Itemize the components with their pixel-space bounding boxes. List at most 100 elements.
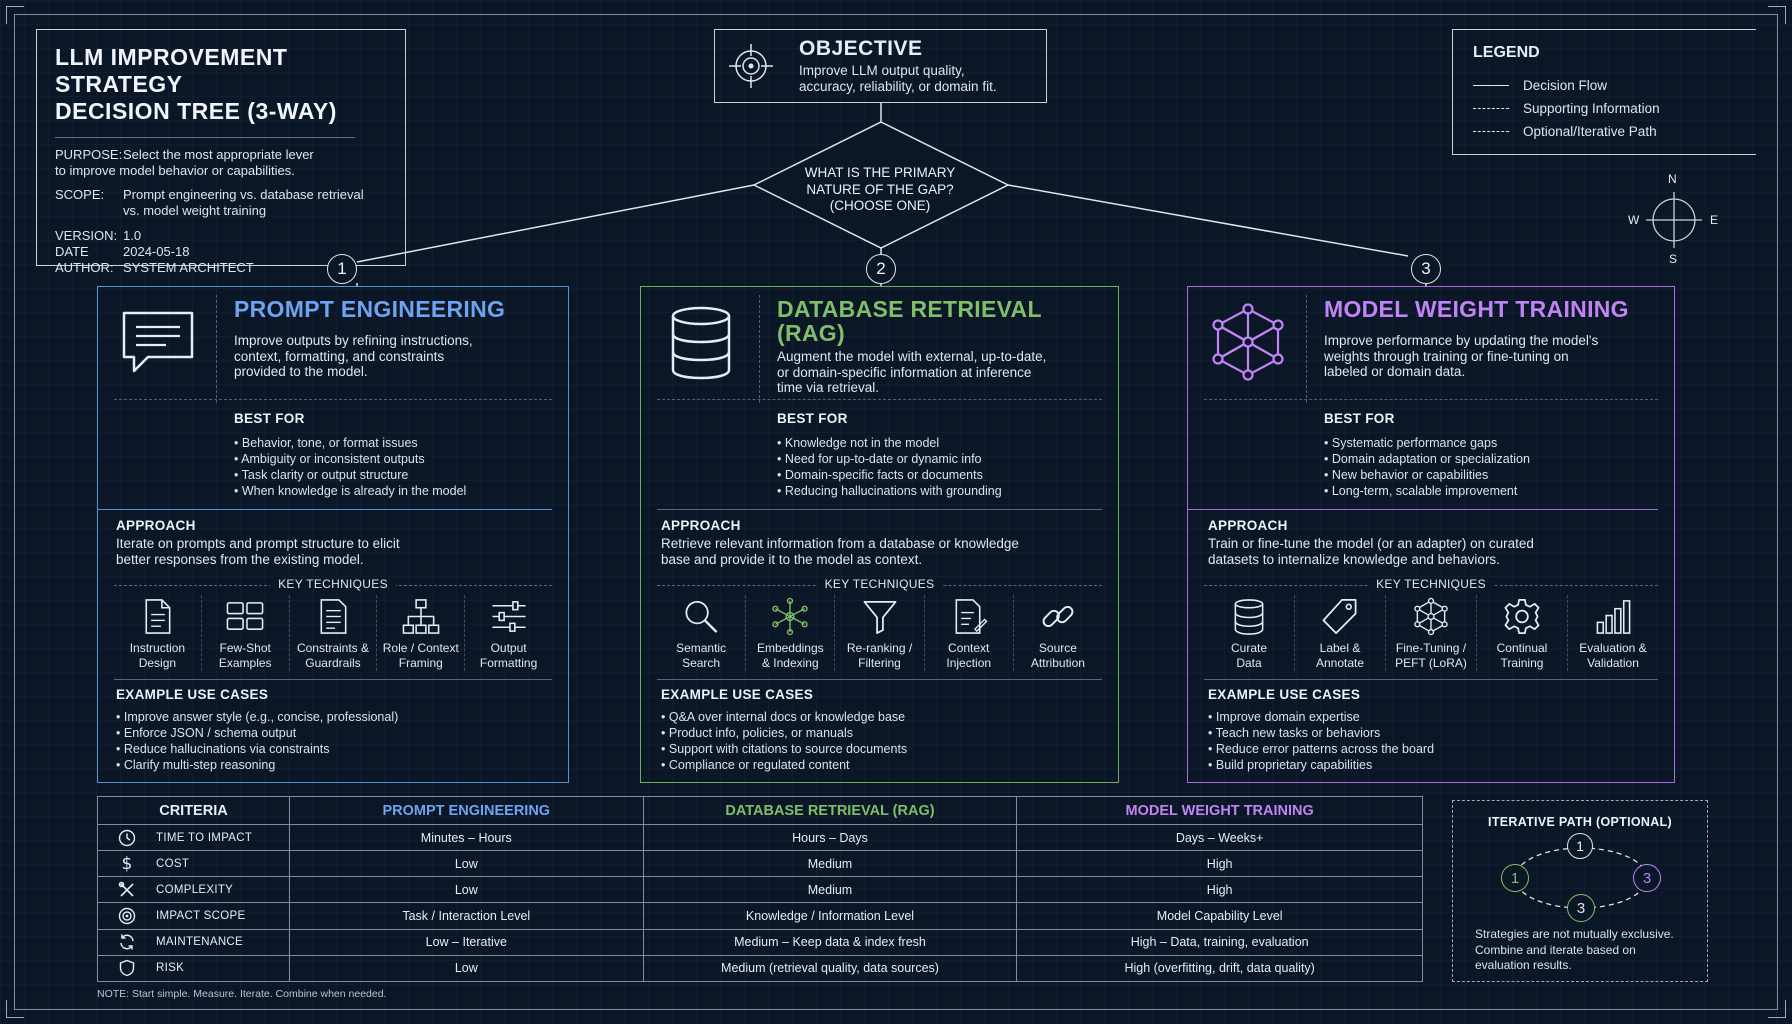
checklist-icon	[320, 599, 347, 634]
legend-item-decision-flow: Decision Flow	[1473, 74, 1736, 97]
list-item: Knowledge not in the model	[777, 435, 1002, 451]
list-item: Need for up-to-date or dynamic info	[777, 451, 1002, 467]
target-icon	[118, 907, 136, 925]
card-title: MODEL WEIGHT TRAINING	[1324, 296, 1629, 322]
objective-title: OBJECTIVE	[799, 37, 923, 60]
table-row: COMPLEXITY Low Medium High	[97, 876, 1423, 904]
list-item: Improve domain expertise	[1208, 709, 1434, 725]
card-description: Improve outputs by refining instructions…	[234, 333, 473, 379]
gear-icon	[1504, 599, 1540, 634]
document-icon	[145, 599, 171, 634]
frame-corner	[6, 6, 24, 24]
technique-evaluation: Evaluation &Validation	[1568, 595, 1658, 671]
technique-reranking: Re-ranking /Filtering	[835, 595, 925, 671]
table-row: MAINTENANCE Low – Iterative Medium – Kee…	[97, 928, 1423, 956]
list-item: Clarify multi-step reasoning	[116, 757, 398, 773]
list-item: Reduce hallucinations via constraints	[116, 741, 398, 757]
best-for-label: BEST FOR	[1324, 411, 1395, 426]
scope-row: SCOPE:Prompt engineering vs. database re…	[55, 187, 364, 218]
use-cases-list: Improve domain expertise Teach new tasks…	[1208, 709, 1434, 773]
approach-text: Retrieve relevant information from a dat…	[661, 536, 1019, 567]
branch-line-3	[1007, 184, 1409, 257]
list-item: Domain-specific facts or documents	[777, 467, 1002, 483]
use-cases-list: Improve answer style (e.g., concise, pro…	[116, 709, 398, 773]
title-divider	[55, 137, 355, 138]
card-description: Improve performance by updating the mode…	[1324, 333, 1599, 379]
table-row: TIME TO IMPACT Minutes – Hours Hours – D…	[97, 823, 1423, 852]
list-item: New behavior or capabilities	[1324, 467, 1530, 483]
best-for-list: Knowledge not in the model Need for up-t…	[777, 435, 1002, 499]
crosshair-target-icon	[729, 44, 773, 88]
criteria-comparison-table: CRITERIA PROMPT ENGINEERING DATABASE RET…	[97, 796, 1423, 983]
refresh-icon	[120, 934, 134, 950]
legend: LEGEND Decision Flow Supporting Informat…	[1452, 29, 1756, 155]
card-database-retrieval: DATABASE RETRIEVAL(RAG) Augment the mode…	[640, 286, 1119, 783]
sliders-icon	[492, 601, 526, 632]
branch-line-1	[356, 184, 755, 263]
funnel-icon	[863, 600, 896, 634]
list-item: Domain adaptation or specialization	[1324, 451, 1530, 467]
header-rag: DATABASE RETRIEVAL (RAG)	[642, 796, 1018, 825]
dollar-icon: $	[121, 853, 133, 874]
technique-embeddings: Embeddings& Indexing	[746, 595, 836, 671]
key-techniques-label: KEY TECHNIQUES	[98, 577, 568, 591]
iter-node-1-left: 1	[1501, 864, 1529, 892]
clock-icon	[118, 829, 136, 846]
table-row: $COST Low Medium High	[97, 850, 1423, 878]
card-prompt-engineering: PROMPT ENGINEERING Improve outputs by re…	[97, 286, 569, 783]
header-criteria: CRITERIA	[97, 796, 290, 825]
best-for-list: Systematic performance gaps Domain adapt…	[1324, 435, 1530, 499]
chat-bubble-icon	[122, 311, 194, 373]
frame-corner	[6, 1000, 24, 1018]
purpose-row: PURPOSE:Select the most appropriate leve…	[55, 147, 314, 162]
branch-number-3: 3	[1411, 254, 1441, 284]
list-item: Task clarity or output structure	[234, 467, 466, 483]
list-item: Long-term, scalable improvement	[1324, 483, 1530, 499]
approach-label: APPROACH	[116, 518, 196, 533]
list-item: Ambiguity or inconsistent outputs	[234, 451, 466, 467]
best-for-label: BEST FOR	[777, 411, 848, 426]
approach-label: APPROACH	[661, 518, 741, 533]
use-cases-label: EXAMPLE USE CASES	[1208, 687, 1361, 702]
footer-note: NOTE: Start simple. Measure. Iterate. Co…	[97, 988, 387, 1000]
approach-text: Train or fine-tune the model (or an adap…	[1208, 536, 1534, 567]
list-item: Enforce JSON / schema output	[116, 725, 398, 741]
list-item: Behavior, tone, or format issues	[234, 435, 466, 451]
compass-e: E	[1710, 213, 1719, 227]
use-cases-label: EXAMPLE USE CASES	[661, 687, 814, 702]
list-item: Support with citations to source documen…	[661, 741, 907, 757]
iterative-note: Strategies are not mutually exclusive.Co…	[1475, 927, 1674, 972]
card-model-weight-training: MODEL WEIGHT TRAINING Improve performanc…	[1187, 286, 1675, 783]
use-cases-label: EXAMPLE USE CASES	[116, 687, 269, 702]
branch-number-2: 2	[866, 254, 896, 284]
card-title: DATABASE RETRIEVAL(RAG)	[777, 296, 1042, 346]
shield-icon	[119, 960, 135, 977]
compass-s: S	[1669, 252, 1678, 266]
list-item: When knowledge is already in the model	[234, 483, 466, 499]
database-icon	[671, 306, 731, 380]
legend-item-iterative: Optional/Iterative Path	[1473, 120, 1736, 143]
best-for-list: Behavior, tone, or format issues Ambigui…	[234, 435, 466, 499]
frame-corner	[1768, 1000, 1786, 1018]
technique-constraints: Constraints &Guardrails	[290, 595, 378, 671]
iterative-title: ITERATIVE PATH (OPTIONAL)	[1488, 815, 1672, 829]
list-item: Teach new tasks or behaviors	[1208, 725, 1434, 741]
grid-examples-icon	[226, 602, 264, 630]
hierarchy-icon	[402, 599, 440, 634]
blueprint-frame	[14, 14, 1778, 1010]
list-item: Reducing hallucinations with grounding	[777, 483, 1002, 499]
